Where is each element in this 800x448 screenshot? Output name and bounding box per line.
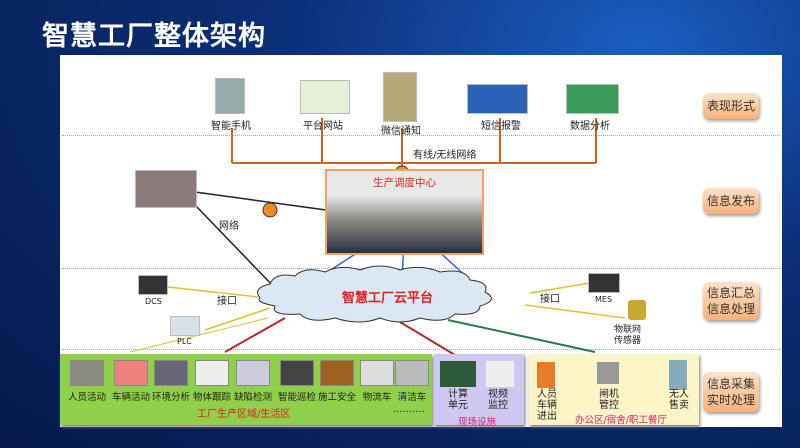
- iot-sensor-icon: [628, 300, 646, 320]
- divider: [62, 135, 780, 136]
- item-defect: 缺陷检测: [234, 360, 272, 403]
- layer-publishing: 信息发布: [703, 188, 759, 214]
- office-area-box: 人员 车辆 进出 闸机 管控 无人 售卖 办公区/宿舍/职工餐厅: [529, 354, 699, 426]
- label-smartphone: 智能手机: [211, 121, 251, 132]
- cloud-shape: [257, 265, 492, 323]
- layer-aggregation: 信息汇总信息处理: [703, 282, 759, 320]
- plc-icon: [170, 316, 200, 336]
- control-room-photo: [135, 170, 197, 208]
- analysis-image: [566, 84, 619, 114]
- item-patrol: 智能巡检: [278, 360, 316, 403]
- item-vehicle: 车辆活动: [112, 360, 150, 403]
- gate-image: [597, 362, 619, 384]
- item-logistics: 物流车: [360, 360, 394, 403]
- label-office: 办公区/宿舍/职工餐厅: [575, 415, 667, 426]
- dcs-monitor-icon: [138, 275, 168, 295]
- label-plc: PLC: [177, 337, 192, 346]
- wechat-image: [383, 72, 417, 122]
- item-cleaning: 清洁车: [395, 360, 429, 403]
- label-network-wired: 有线/无线网络: [413, 150, 477, 161]
- page-title: 智慧工厂整体架构: [42, 21, 266, 52]
- factory-area-box: 人员活动 车辆活动 环境分析 物体跟踪 缺陷检测 智能巡检 施工安全 物流车 清…: [60, 354, 432, 425]
- label-dispatch-center: 生产调度中心: [373, 177, 436, 189]
- camera-image: [486, 361, 514, 387]
- barrier-image: [537, 362, 555, 388]
- mes-monitor-icon: [588, 273, 620, 293]
- label-network: 网络: [219, 221, 239, 232]
- item-safety: 施工安全: [318, 360, 356, 403]
- smartphone-image: [215, 78, 245, 114]
- label-interface: 接口: [540, 294, 560, 305]
- item-environment: 环境分析: [152, 360, 190, 403]
- website-image: [300, 80, 350, 114]
- label-dcs: DCS: [145, 297, 162, 306]
- dispatch-center-image: [325, 169, 484, 255]
- label-factory-area: 工厂生产区域/生活区: [197, 409, 291, 420]
- label-analysis: 数据分析: [570, 121, 610, 132]
- label-site: 现场设施: [458, 417, 497, 428]
- sms-image: [467, 84, 528, 114]
- layer-presentation: 表现形式: [703, 93, 759, 119]
- layer-collection: 信息采集实时处理: [703, 372, 759, 412]
- compute-unit-image: [440, 361, 476, 387]
- label-sms: 短信报警: [481, 121, 521, 132]
- label-sensor: 物联网: [614, 325, 642, 335]
- label-sensor: 传感器: [614, 336, 642, 346]
- router-icon: [262, 202, 278, 218]
- label-interface: 接口: [217, 296, 237, 307]
- item-person: 人员活动: [68, 360, 106, 403]
- cloud-platform-label: 智慧工厂云平台: [342, 291, 434, 306]
- label-website: 平台网站: [303, 121, 343, 132]
- label-mes: MES: [595, 295, 613, 304]
- site-facility-box: 计算 单元 视频 监控 现场设施: [434, 354, 524, 428]
- label-wechat: 微信通知: [381, 126, 421, 137]
- item-tracking: 物体跟踪: [193, 360, 231, 403]
- divider: [62, 349, 780, 350]
- vending-image: [669, 360, 687, 390]
